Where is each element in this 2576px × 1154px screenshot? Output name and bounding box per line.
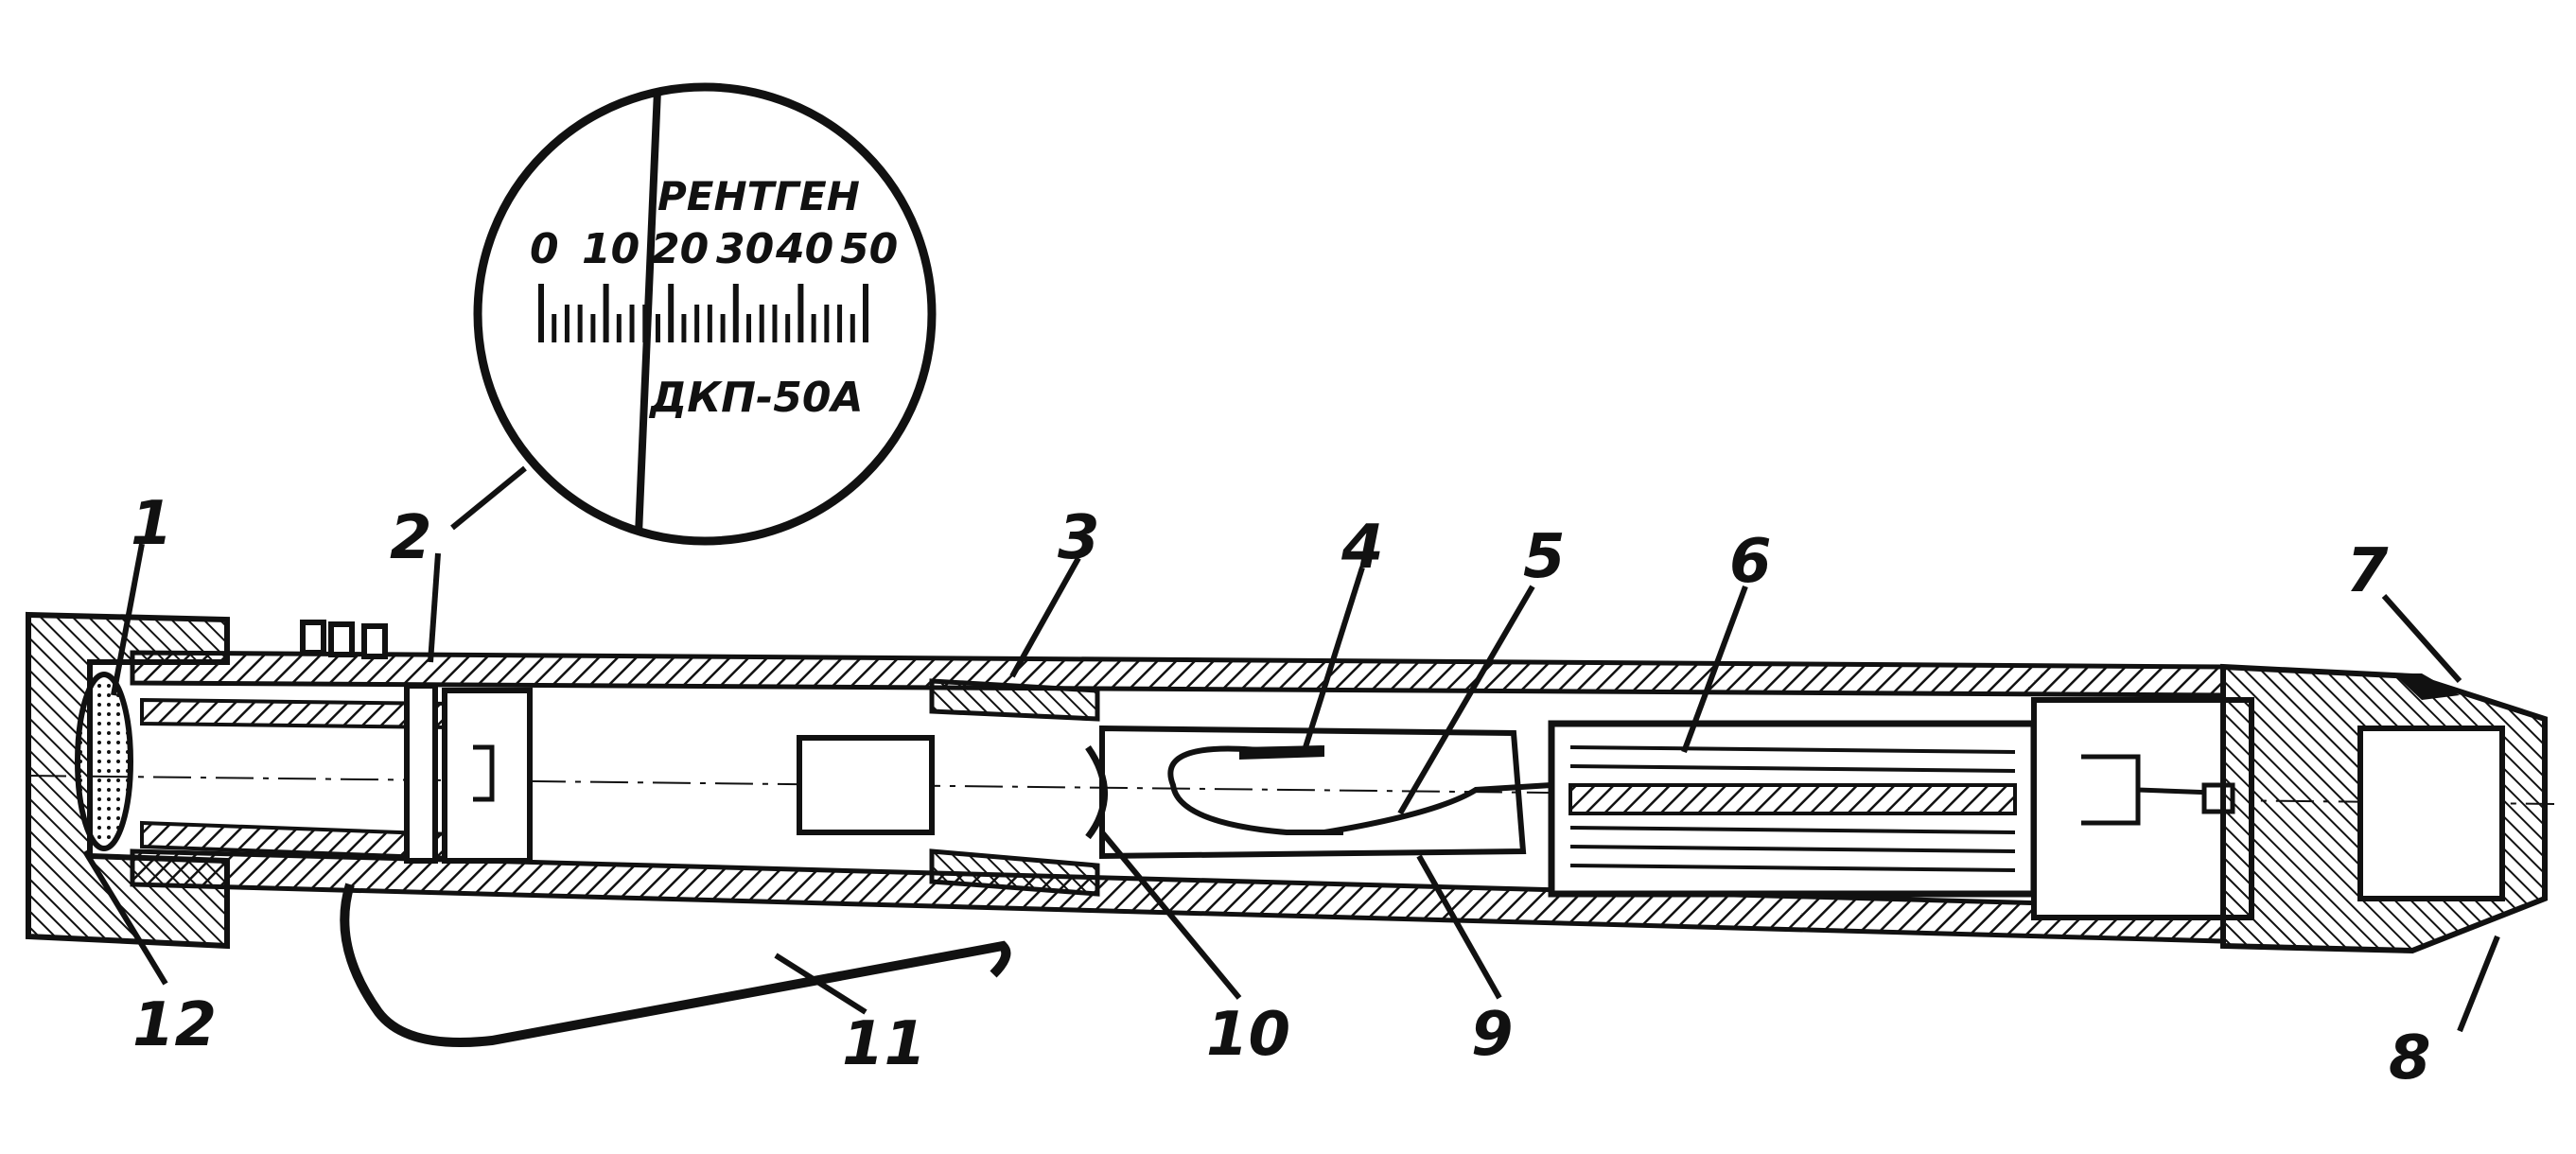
dosimeter-body xyxy=(26,611,2555,1047)
pocket-clip xyxy=(340,883,1011,1047)
leader-6 xyxy=(1681,585,1748,754)
leader-7 xyxy=(2381,594,2462,683)
leader-12 xyxy=(82,849,168,986)
leader-11 xyxy=(774,953,867,1015)
scale-tick-label-40: 40 xyxy=(775,225,833,273)
callout-6: 6 xyxy=(1729,527,1772,597)
capacitor-plates xyxy=(1569,745,2016,872)
scale-hairline xyxy=(635,89,661,535)
callout-7: 7 xyxy=(2346,536,2389,606)
scale-magnified-view: РЕНТГЕН 0 10 20 30 40 50 ДКП-50А xyxy=(450,82,937,546)
callout-9: 9 xyxy=(1471,1000,1514,1070)
end-glass xyxy=(2357,726,2505,901)
scale-holder-bracket xyxy=(473,744,495,802)
capacitor-core xyxy=(1568,783,2017,815)
leader-1 xyxy=(111,543,145,696)
callout-11: 11 xyxy=(842,1009,926,1079)
chamber-wall xyxy=(1099,725,1527,860)
scale-tick-label-20: 20 xyxy=(651,225,709,273)
filament-tip xyxy=(1239,745,1324,760)
scale-holder xyxy=(442,688,533,864)
callout-numbers: 1 2 3 4 5 6 7 8 9 10 11 12 xyxy=(131,489,2431,1093)
scale-ticks xyxy=(538,284,868,342)
central-electrode xyxy=(1323,782,1552,835)
leader-3 xyxy=(1009,556,1081,678)
leader-5 xyxy=(1397,585,1535,815)
quartz-filament xyxy=(1167,745,1343,835)
scale-tick-label-50: 50 xyxy=(840,225,898,273)
charging-contact-rod xyxy=(2081,754,2215,826)
scale-unit-label: РЕНТГЕН xyxy=(657,173,860,219)
callout-8: 8 xyxy=(2389,1023,2431,1093)
callout-2: 2 xyxy=(390,503,432,573)
scale-tick-label-10: 10 xyxy=(582,225,640,273)
callout-12: 12 xyxy=(132,990,217,1060)
leader-4 xyxy=(1303,567,1365,748)
callout-4: 4 xyxy=(1341,513,1384,583)
scale-model-label: ДКП-50А xyxy=(648,374,864,422)
thread-ridges xyxy=(300,620,388,659)
leader-9 xyxy=(1416,854,1502,1000)
objective-tube xyxy=(797,735,935,835)
objective-lens-housing xyxy=(929,678,1100,897)
leader-2 xyxy=(428,552,441,663)
leader-10 xyxy=(1099,831,1242,1000)
scale-tick-labels: 0 10 20 30 40 50 xyxy=(530,225,898,273)
leader-lines xyxy=(82,543,2500,1033)
eyepiece-lens xyxy=(75,672,133,851)
axis-centerline xyxy=(27,775,2555,805)
scale-tick-label-30: 30 xyxy=(716,225,774,273)
callout-1: 1 xyxy=(131,489,173,559)
callout-10: 10 xyxy=(1206,1000,1290,1070)
end-seal xyxy=(2393,673,2460,700)
scale-tick-label-0: 0 xyxy=(530,225,559,273)
callout-5: 5 xyxy=(1523,522,1566,592)
scale-view-circle xyxy=(473,82,937,546)
callout-3: 3 xyxy=(1058,503,1100,573)
scale-disc xyxy=(404,683,438,864)
leader-8 xyxy=(2457,935,2500,1033)
scale-view-leader xyxy=(450,465,527,531)
